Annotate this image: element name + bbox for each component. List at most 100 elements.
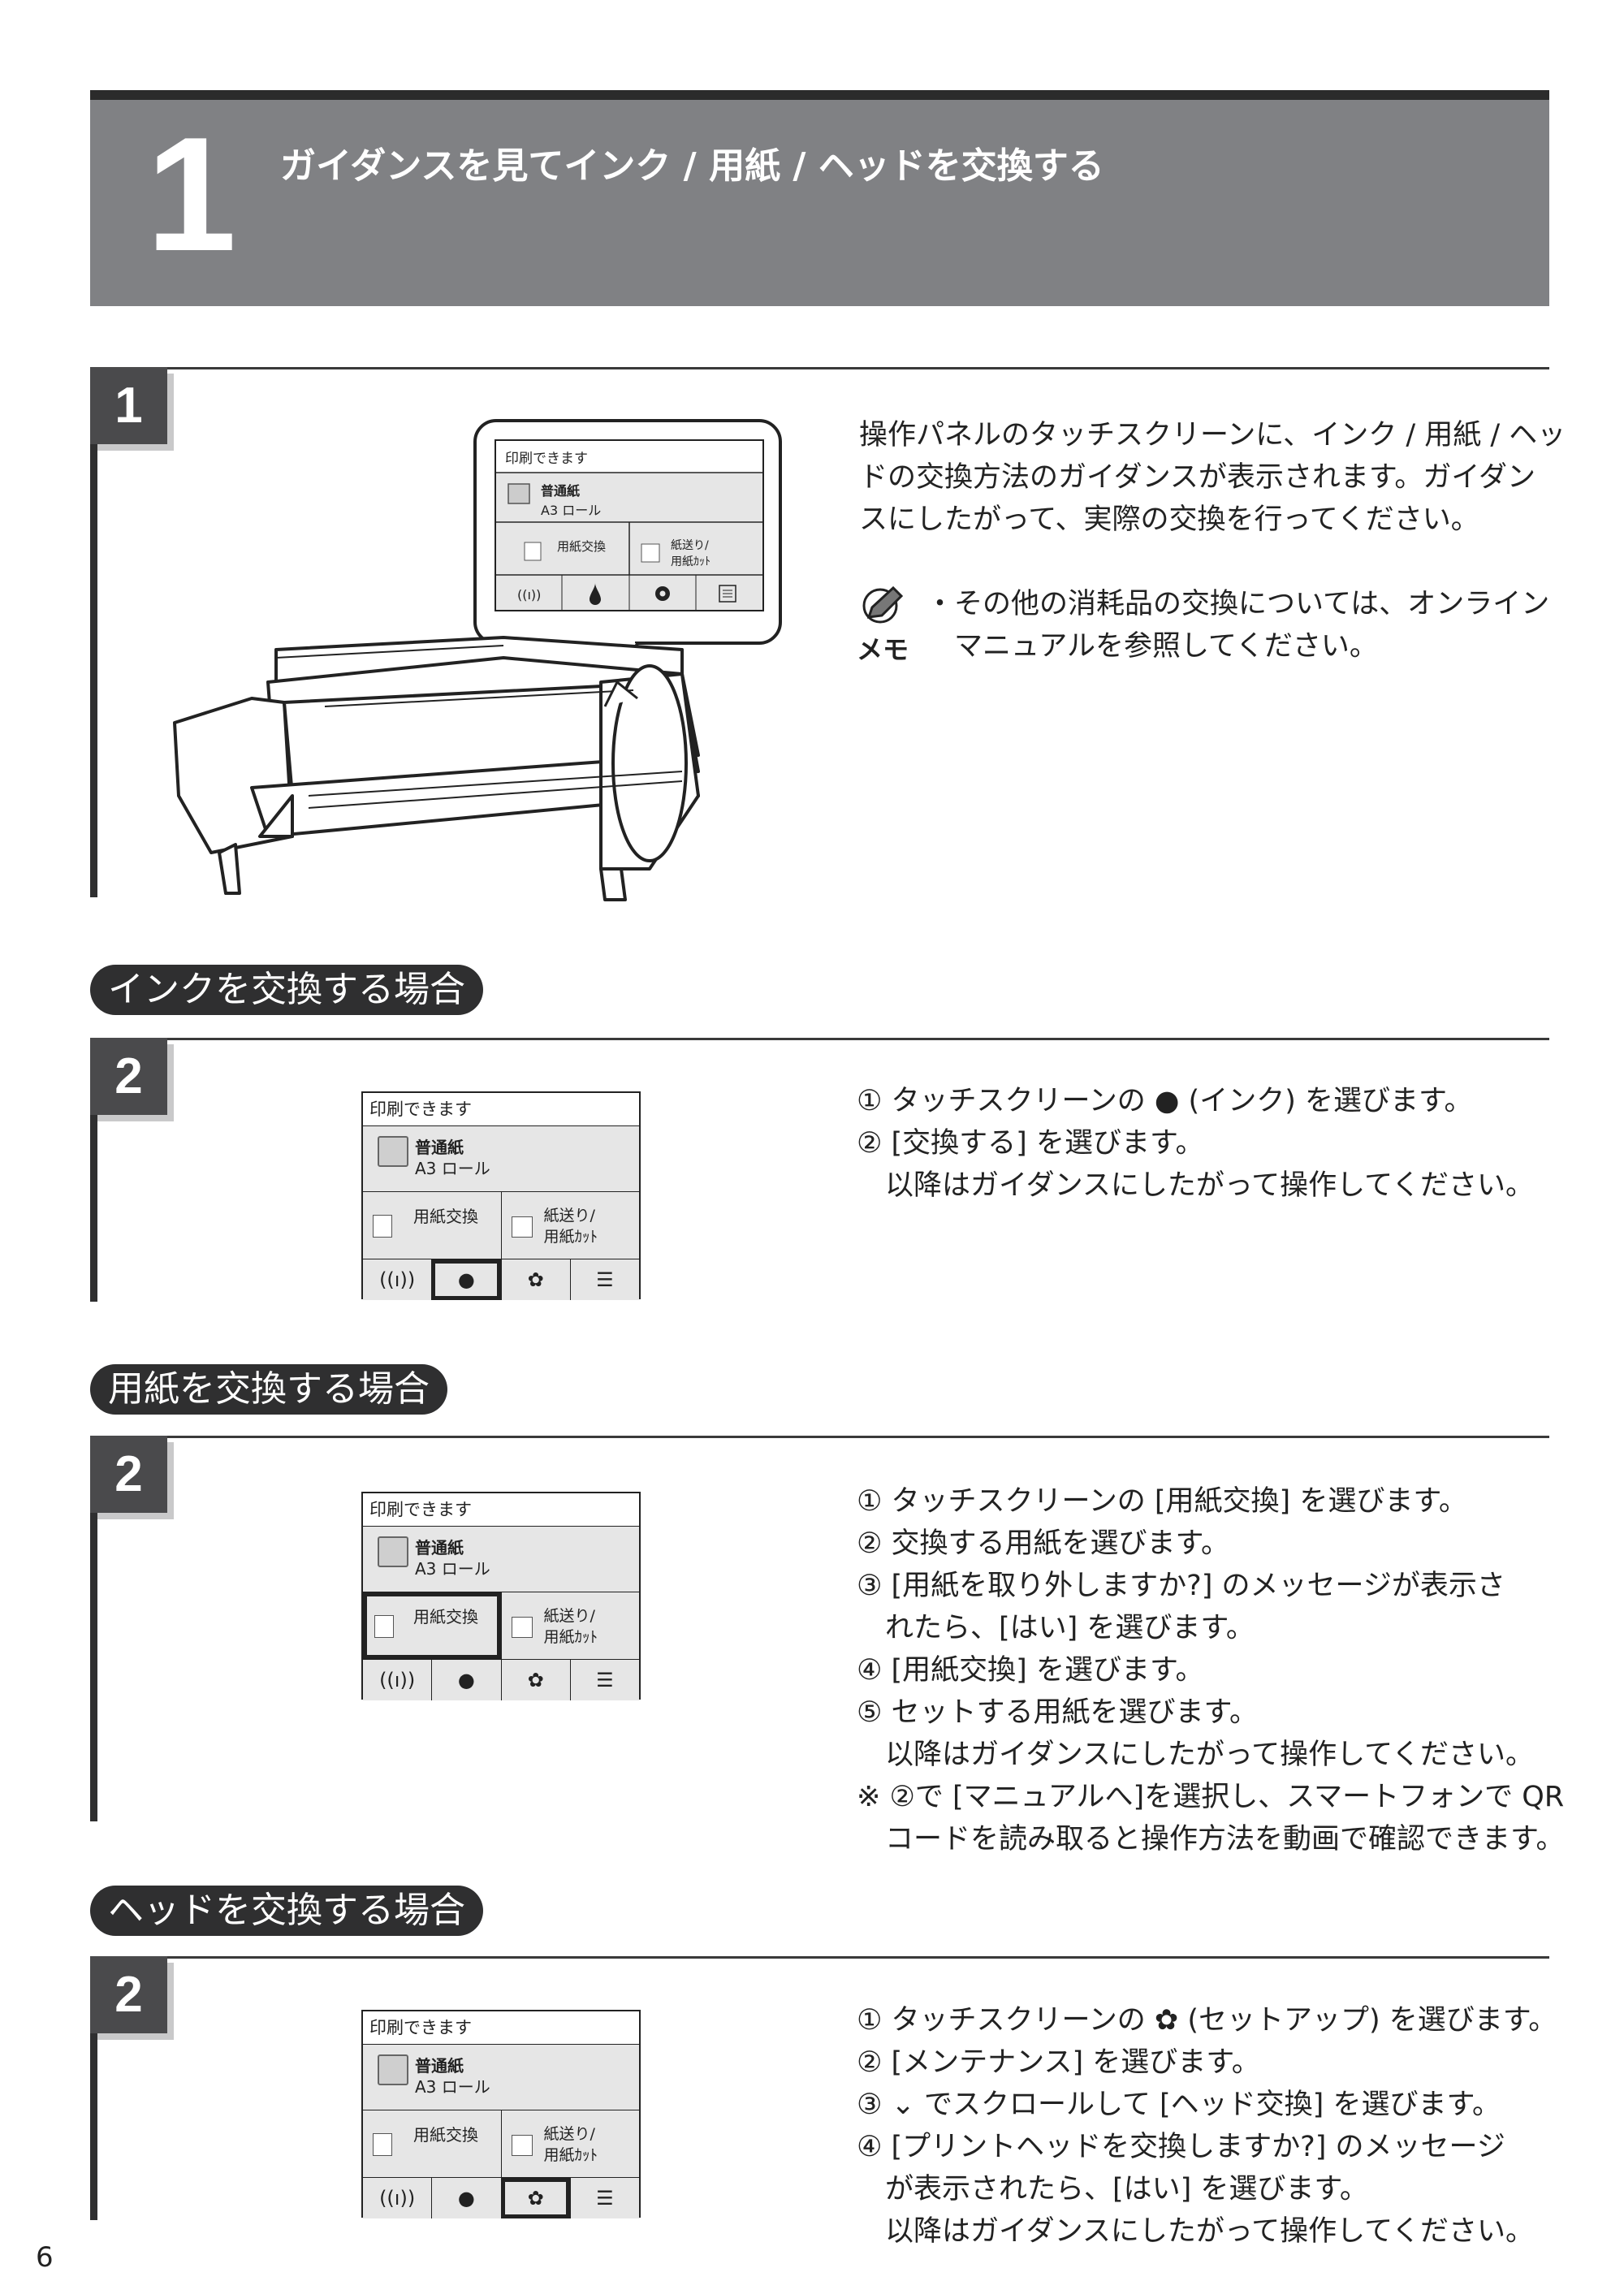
- paper-roll-icon: [378, 2054, 408, 2085]
- instruction-line: 以降はガイダンスにしたがって操作してください。: [857, 2215, 1535, 2248]
- wireless-icon[interactable]: ((ı)): [363, 1259, 432, 1300]
- page-number: 6: [36, 2241, 54, 2274]
- svg-text:用紙交換: 用紙交換: [557, 539, 606, 554]
- chapter-title: ガイダンスを見てインク / 用紙 / ヘッドを交換する: [280, 145, 1104, 187]
- touch-panel-paper: 印刷できます 普通紙 A3 ロール 用紙交換 紙送り/ 用紙ｶｯﾄ ((ı)) …: [361, 1492, 641, 1700]
- instruction-line: れたら、[はい] を選びます。: [857, 1612, 1255, 1644]
- ink-drop-icon[interactable]: ●: [431, 1660, 501, 1700]
- touch-panel-head: 印刷できます 普通紙 A3 ロール 用紙交換 紙送り/ 用紙ｶｯﾄ ((ı)) …: [361, 2010, 641, 2218]
- panel-status: 印刷できます: [363, 1493, 639, 1527]
- head-instructions: ① タッチスクリーンの ✿ (セットアップ) を選びます。 ② [メンテナンス]…: [857, 1999, 1557, 2253]
- svg-text:((ı)): ((ı)): [517, 587, 541, 603]
- feed-cut-icon: [511, 1617, 533, 1638]
- section-rule: [90, 1038, 97, 1302]
- media-size: A3 ロール: [415, 2077, 490, 2097]
- menu-list-icon[interactable]: ☰: [569, 2178, 639, 2218]
- step-number-badge: 2: [90, 1038, 174, 1121]
- touch-panel-ink: 印刷できます 普通紙 A3 ロール 用紙交換 紙送り/ 用紙ｶｯﾄ ((ı)) …: [361, 1091, 641, 1300]
- wireless-icon[interactable]: ((ı)): [363, 2178, 432, 2218]
- instruction-line: 以降はガイダンスにしたがって操作してください。: [857, 1739, 1535, 1771]
- panel-status: 印刷できます: [363, 2011, 639, 2045]
- wireless-icon[interactable]: ((ı)): [363, 1660, 432, 1700]
- paper-roll-icon: [378, 1136, 408, 1167]
- instruction-line: ※ ②で [マニュアルへ]を選択し、スマートフォンで QR: [857, 1781, 1565, 1813]
- media-info[interactable]: 普通紙 A3 ロール: [363, 2045, 639, 2110]
- setup-gear-icon[interactable]: ✿: [500, 1660, 570, 1700]
- svg-text:普通紙: 普通紙: [541, 483, 580, 499]
- instruction-line: ① タッチスクリーンの [用紙交換] を選びます。: [857, 1485, 1467, 1518]
- paper-replace-button[interactable]: 用紙交換: [363, 1592, 501, 1659]
- section-divider: [90, 1956, 1549, 1959]
- svg-text:印刷できます: 印刷できます: [505, 451, 588, 467]
- paper-replace-icon: [374, 1615, 394, 1638]
- step1-description: 操作パネルのタッチスクリーンに、インク / 用紙 / ヘッ ドの交換方法のガイダ…: [859, 414, 1566, 541]
- text-line: 操作パネルのタッチスクリーンに、インク / 用紙 / ヘッ: [859, 419, 1566, 451]
- section-label-ink: インクを交換する場合: [90, 965, 483, 1015]
- instruction-line: ④ [プリントヘッドを交換しますか?] のメッセージ: [857, 2131, 1505, 2163]
- paper-replace-icon: [373, 1215, 392, 1238]
- feed-cut-button[interactable]: 紙送り/ 用紙ｶｯﾄ: [500, 1192, 639, 1259]
- paper-replace-label: 用紙交換: [413, 2125, 478, 2145]
- feed-cut-button[interactable]: 紙送り/ 用紙ｶｯﾄ: [500, 1592, 639, 1659]
- instruction-line: 以降はガイダンスにしたがって操作してください。: [857, 1169, 1535, 1202]
- cut-label: 用紙ｶｯﾄ: [543, 2146, 598, 2164]
- cut-label: 用紙ｶｯﾄ: [543, 1628, 598, 1646]
- paper-replace-button[interactable]: 用紙交換: [363, 2110, 501, 2177]
- svg-text:用紙ｶｯﾄ: 用紙ｶｯﾄ: [671, 555, 710, 568]
- ink-drop-icon[interactable]: ●: [431, 2178, 501, 2218]
- media-type: 普通紙: [415, 2056, 464, 2076]
- setup-gear-icon[interactable]: ✿: [500, 2178, 570, 2218]
- section-rule: [90, 1436, 97, 1821]
- instruction-line: ② 交換する用紙を選びます。: [857, 1527, 1230, 1560]
- setup-gear-icon[interactable]: ✿: [500, 1259, 570, 1300]
- svg-text:A3 ロール: A3 ロール: [541, 503, 601, 518]
- media-info[interactable]: 普通紙 A3 ロール: [363, 1126, 639, 1192]
- paper-replace-button[interactable]: 用紙交換: [363, 1192, 501, 1259]
- feed-label: 紙送り/: [543, 1207, 595, 1225]
- section-label-paper: 用紙を交換する場合: [90, 1364, 447, 1415]
- step-number-badge: 2: [90, 1436, 174, 1519]
- paper-replace-label: 用紙交換: [413, 1607, 478, 1627]
- cut-label: 用紙ｶｯﾄ: [543, 1228, 598, 1246]
- memo-label: メモ: [857, 634, 909, 665]
- media-type: 普通紙: [415, 1138, 464, 1157]
- chapter-number: 1: [146, 104, 237, 285]
- paper-replace-icon: [373, 2133, 392, 2156]
- chapter-header-band: [90, 90, 1549, 306]
- paper-instructions: ① タッチスクリーンの [用紙交換] を選びます。 ② 交換する用紙を選びます。…: [857, 1480, 1565, 1860]
- printer-illustration: 印刷できます 普通紙 A3 ロール 用紙交換 紙送り/ 用紙ｶｯﾄ ((ı)): [173, 419, 782, 901]
- media-size: A3 ロール: [415, 1559, 490, 1579]
- media-type: 普通紙: [415, 1538, 464, 1557]
- memo-pencil-icon: [862, 585, 904, 624]
- section-divider: [90, 1436, 1549, 1438]
- memo-text: ・その他の消耗品の交換については、オンライン マニュアルを参照してください。: [926, 583, 1549, 667]
- section-rule: [90, 367, 97, 897]
- instruction-line: ① タッチスクリーンの ● (インク) を選びます。: [857, 1085, 1473, 1117]
- paper-replace-label: 用紙交換: [413, 1207, 478, 1226]
- instruction-line: ③ ⌄ でスクロールして [ヘッド交換] を選びます。: [857, 2089, 1501, 2121]
- feed-cut-button[interactable]: 紙送り/ 用紙ｶｯﾄ: [500, 2110, 639, 2177]
- instruction-line: ② [交換する] を選びます。: [857, 1127, 1204, 1160]
- section-divider: [90, 367, 1549, 369]
- feed-cut-icon: [511, 1216, 533, 1238]
- media-info[interactable]: 普通紙 A3 ロール: [363, 1527, 639, 1592]
- media-size: A3 ロール: [415, 1159, 490, 1178]
- instruction-line: が表示されたら、[はい] を選びます。: [857, 2173, 1368, 2205]
- instruction-line: ② [メンテナンス] を選びます。: [857, 2046, 1260, 2079]
- instruction-line: ④ [用紙交換] を選びます。: [857, 1654, 1204, 1687]
- instruction-line: ③ [用紙を取り外しますか?] のメッセージが表示さ: [857, 1570, 1505, 1602]
- text-line: ・その他の消耗品の交換については、オンライン: [926, 588, 1550, 620]
- paper-roll-icon: [378, 1536, 408, 1567]
- menu-list-icon[interactable]: ☰: [569, 1660, 639, 1700]
- instruction-line: ⑤ セットする用紙を選びます。: [857, 1696, 1259, 1729]
- section-divider: [90, 1038, 1549, 1040]
- step-number-badge: 2: [90, 1956, 174, 2040]
- text-line: スにしたがって、実際の交換を行ってください。: [859, 503, 1479, 536]
- svg-text:紙送り/: 紙送り/: [671, 539, 709, 552]
- ink-drop-icon[interactable]: ●: [431, 1259, 501, 1300]
- instruction-line: ① タッチスクリーンの ✿ (セットアップ) を選びます。: [857, 2004, 1557, 2037]
- menu-list-icon[interactable]: ☰: [569, 1259, 639, 1300]
- text-line: ドの交換方法のガイダンスが表示されます。ガイダン: [859, 461, 1536, 494]
- instruction-line: コードを読み取ると操作方法を動画で確認できます。: [857, 1823, 1565, 1856]
- section-rule: [90, 1956, 97, 2220]
